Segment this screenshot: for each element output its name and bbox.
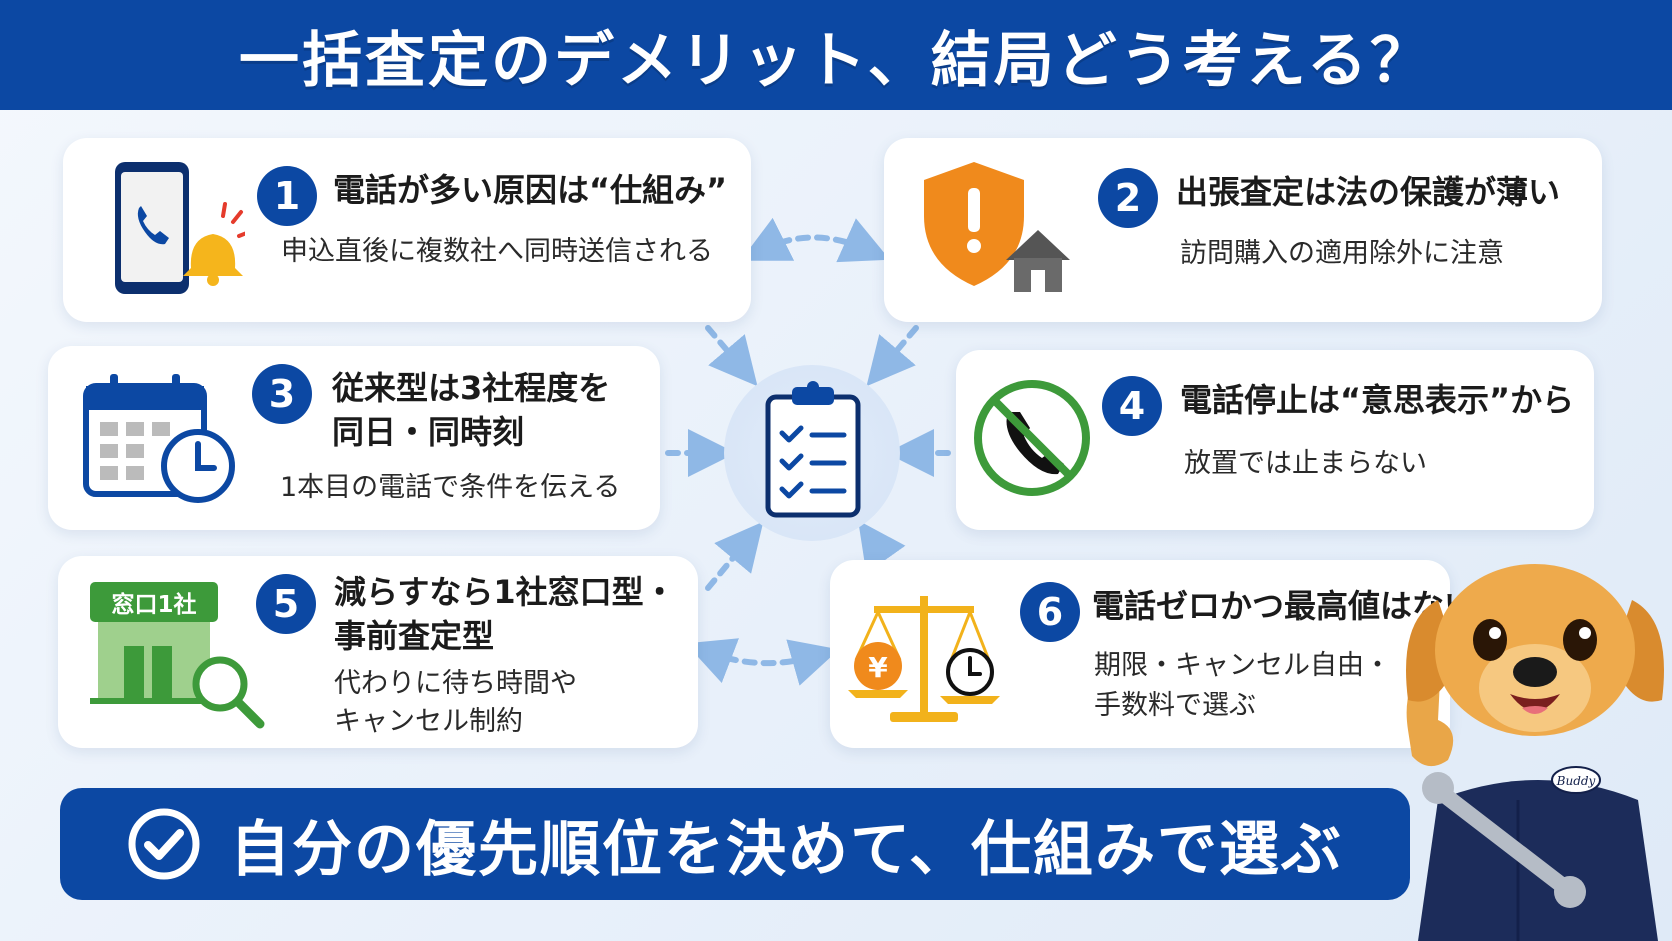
number-badge-6: 6	[1020, 582, 1080, 642]
card-2-title: 出張査定は法の保護が薄い	[1176, 173, 1561, 211]
card-5-title-line1: 減らすなら1社窓口型・	[334, 573, 676, 611]
card-1-desc: 申込直後に複数社へ同時送信される	[281, 236, 713, 267]
card-4: 4 電話停止は“意思表示”から 放置では止まらない	[956, 350, 1594, 530]
clipboard-checklist-icon	[765, 381, 861, 518]
card-2-desc: 訪問購入の適用除外に注意	[1180, 238, 1504, 269]
card-1-title: 電話が多い原因は“仕組み”	[333, 171, 728, 209]
card-6-desc-line2: 手数料で選ぶ	[1094, 690, 1256, 721]
card-5-title-line2: 事前査定型	[334, 617, 495, 655]
card-3: 3 従来型は3社程度を 同日・同時刻 1本目の電話で条件を伝える	[48, 346, 660, 530]
center-clipboard-circle	[724, 365, 900, 541]
card-3-title-line2: 同日・同時刻	[332, 413, 525, 451]
yen-symbol: ¥	[868, 651, 888, 684]
card-3-title-line1: 従来型は3社程度を	[332, 369, 611, 407]
number-badge-2: 2	[1098, 168, 1158, 228]
balance-scale-icon	[848, 596, 1000, 722]
card-2: 2 出張査定は法の保護が薄い 訪問購入の適用除外に注意	[884, 138, 1602, 322]
card-5-desc-line1: 代わりに待ち時間や	[334, 668, 577, 699]
mascot-badge-text: Buddy	[1556, 774, 1596, 788]
card-1: 1 電話が多い原因は“仕組み” 申込直後に複数社へ同時送信される	[63, 138, 751, 322]
header-banner: 一括査定のデメリット、結局どう考える？	[0, 0, 1672, 110]
no-phone-icon	[974, 380, 1090, 496]
card-6: ¥ 6 電話ゼロかつ最高値はない 期限・キャンセル自由・ 手数料で選ぶ	[830, 560, 1476, 748]
shield-warning-house-icon	[924, 162, 1070, 292]
card-5: 窓口1社 5 減らすなら1社窓口型・ 事前査定型 代わりに待ち時間や キャンセル…	[58, 556, 698, 748]
conclusion-banner: 自分の優先順位を決めて、仕組みで選ぶ	[60, 788, 1410, 900]
card-5-desc-line2: キャンセル制約	[334, 706, 523, 737]
card-4-title: 電話停止は“意思表示”から	[1180, 381, 1575, 419]
number-badge-3: 3	[252, 364, 312, 424]
conclusion-text: 自分の優先順位を決めて、仕組みで選ぶ	[230, 814, 1343, 885]
store-sign-label: 窓口1社	[90, 582, 218, 622]
number-badge-5: 5	[256, 574, 316, 634]
check-circle-icon	[128, 808, 200, 880]
calendar-clock-icon	[83, 374, 235, 503]
number-badge-4: 4	[1102, 376, 1162, 436]
card-3-desc: 1本目の電話で条件を伝える	[280, 472, 621, 503]
card-6-title: 電話ゼロかつ最高値はない	[1092, 587, 1477, 625]
card-4-desc: 放置では止まらない	[1184, 448, 1427, 479]
card-6-desc-line1: 期限・キャンセル自由・	[1094, 650, 1391, 681]
dog-mascot-illustration: Buddy	[1406, 564, 1664, 941]
phone-bell-icon	[115, 162, 245, 294]
storefront-search-icon: 窓口1社	[90, 582, 290, 732]
number-badge-1: 1	[257, 166, 317, 226]
page-title: 一括査定のデメリット、結局どう考える？	[239, 25, 1433, 96]
